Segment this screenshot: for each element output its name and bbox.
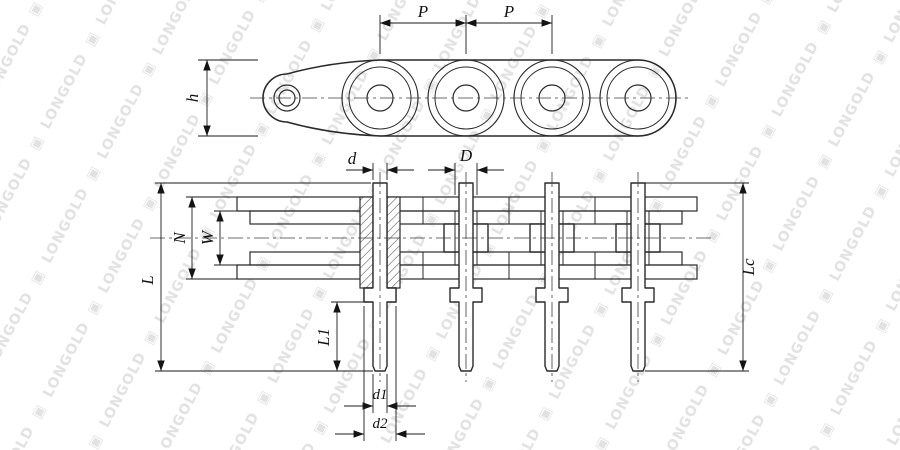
dim-label-pin-diameter: d — [348, 149, 357, 168]
dim-tip-diameter-d1: d1 — [344, 374, 416, 413]
dim-pitch: P P — [379, 2, 553, 54]
dim-n-width: N — [170, 196, 237, 280]
dim-height: h — [183, 59, 258, 137]
dim-pin-length-Lc: Lc — [645, 182, 758, 372]
dim-label-pitch-1: P — [417, 2, 428, 21]
dim-collar-diameter-d2: d2 — [335, 306, 425, 441]
dim-pin-length-L: L — [138, 182, 373, 372]
dim-label-height: h — [183, 94, 202, 103]
dim-label-n-width: N — [170, 231, 189, 245]
dim-label-pin-length-Lc: Lc — [739, 258, 758, 276]
dim-label-collar-diameter-d2: d2 — [373, 416, 389, 432]
dim-label-w-width: W — [198, 229, 217, 245]
dim-label-pin-extension-L1: L1 — [314, 328, 333, 347]
section-centerlines — [150, 172, 715, 382]
dim-roller-diameter: D — [428, 146, 504, 195]
dimensions: P P h d D N — [138, 2, 758, 441]
dim-label-pin-length-L: L — [138, 275, 157, 285]
section-view — [150, 172, 715, 382]
dim-w-width: W — [198, 210, 250, 266]
dim-pin-diameter: d — [346, 149, 414, 180]
dim-label-roller-diameter: D — [459, 146, 473, 165]
dim-label-tip-diameter-d1: d1 — [373, 387, 388, 403]
dim-label-pitch-2: P — [503, 2, 514, 21]
side-view — [250, 59, 692, 137]
dim-pin-extension-L1: L1 — [314, 301, 364, 371]
